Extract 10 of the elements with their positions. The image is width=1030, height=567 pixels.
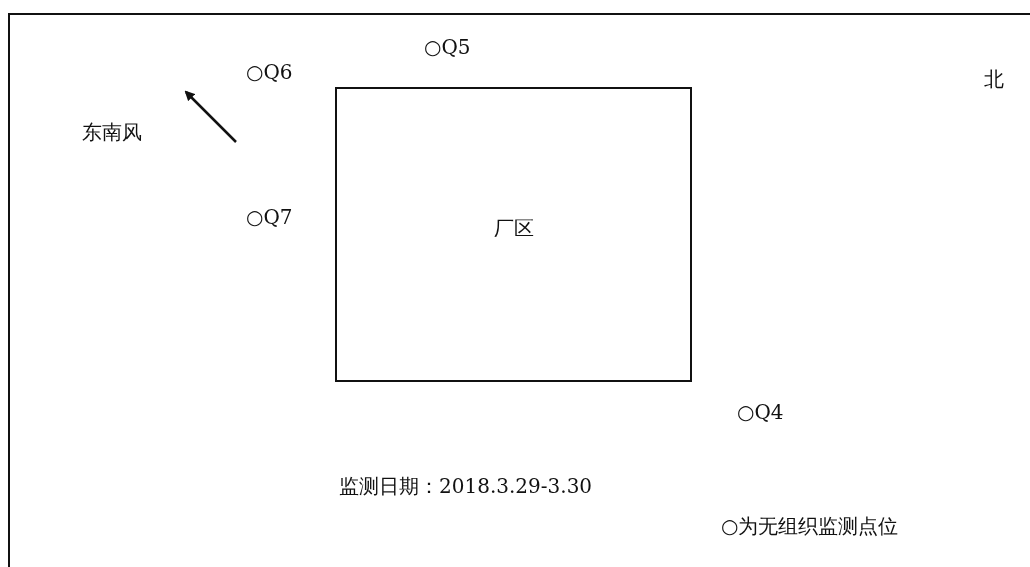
point-label: ○Q6: [246, 60, 293, 84]
wind-label: 东南风: [82, 120, 142, 144]
date-note: 监测日期：2018.3.29-3.30: [339, 474, 593, 498]
point-label: ○Q4: [737, 400, 784, 424]
area-label: 厂区: [493, 215, 534, 242]
plant-area-box: [335, 87, 692, 382]
north-label: 北: [984, 67, 1004, 91]
point-label: ○Q7: [246, 205, 293, 229]
point-label: ○Q5: [424, 35, 471, 59]
legend-note: ○为无组织监测点位: [721, 514, 899, 538]
